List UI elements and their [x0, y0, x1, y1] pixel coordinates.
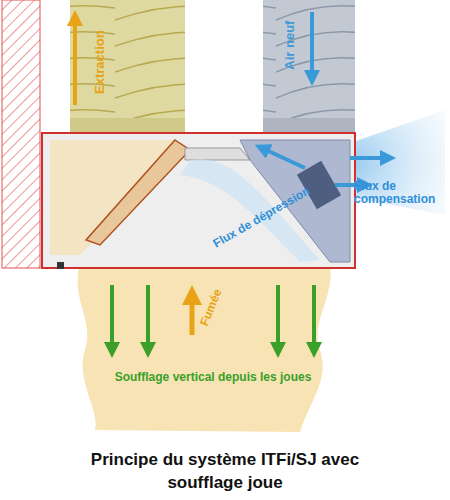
- airflow-note: Soufflage vertical depuis les joues: [115, 371, 312, 384]
- hood-body: [42, 133, 355, 269]
- wall: [2, 0, 40, 268]
- flow-label: Extraction: [93, 30, 107, 94]
- flow-label: Flux de compensation: [354, 180, 442, 206]
- fresh-air-duct: [263, 0, 355, 133]
- caption: Principe du système ITFi/SJ avec souffla…: [85, 449, 365, 495]
- extraction-duct: [70, 0, 185, 133]
- flow-arrows: [75, 12, 388, 350]
- flow-label: Air neuf: [284, 20, 298, 69]
